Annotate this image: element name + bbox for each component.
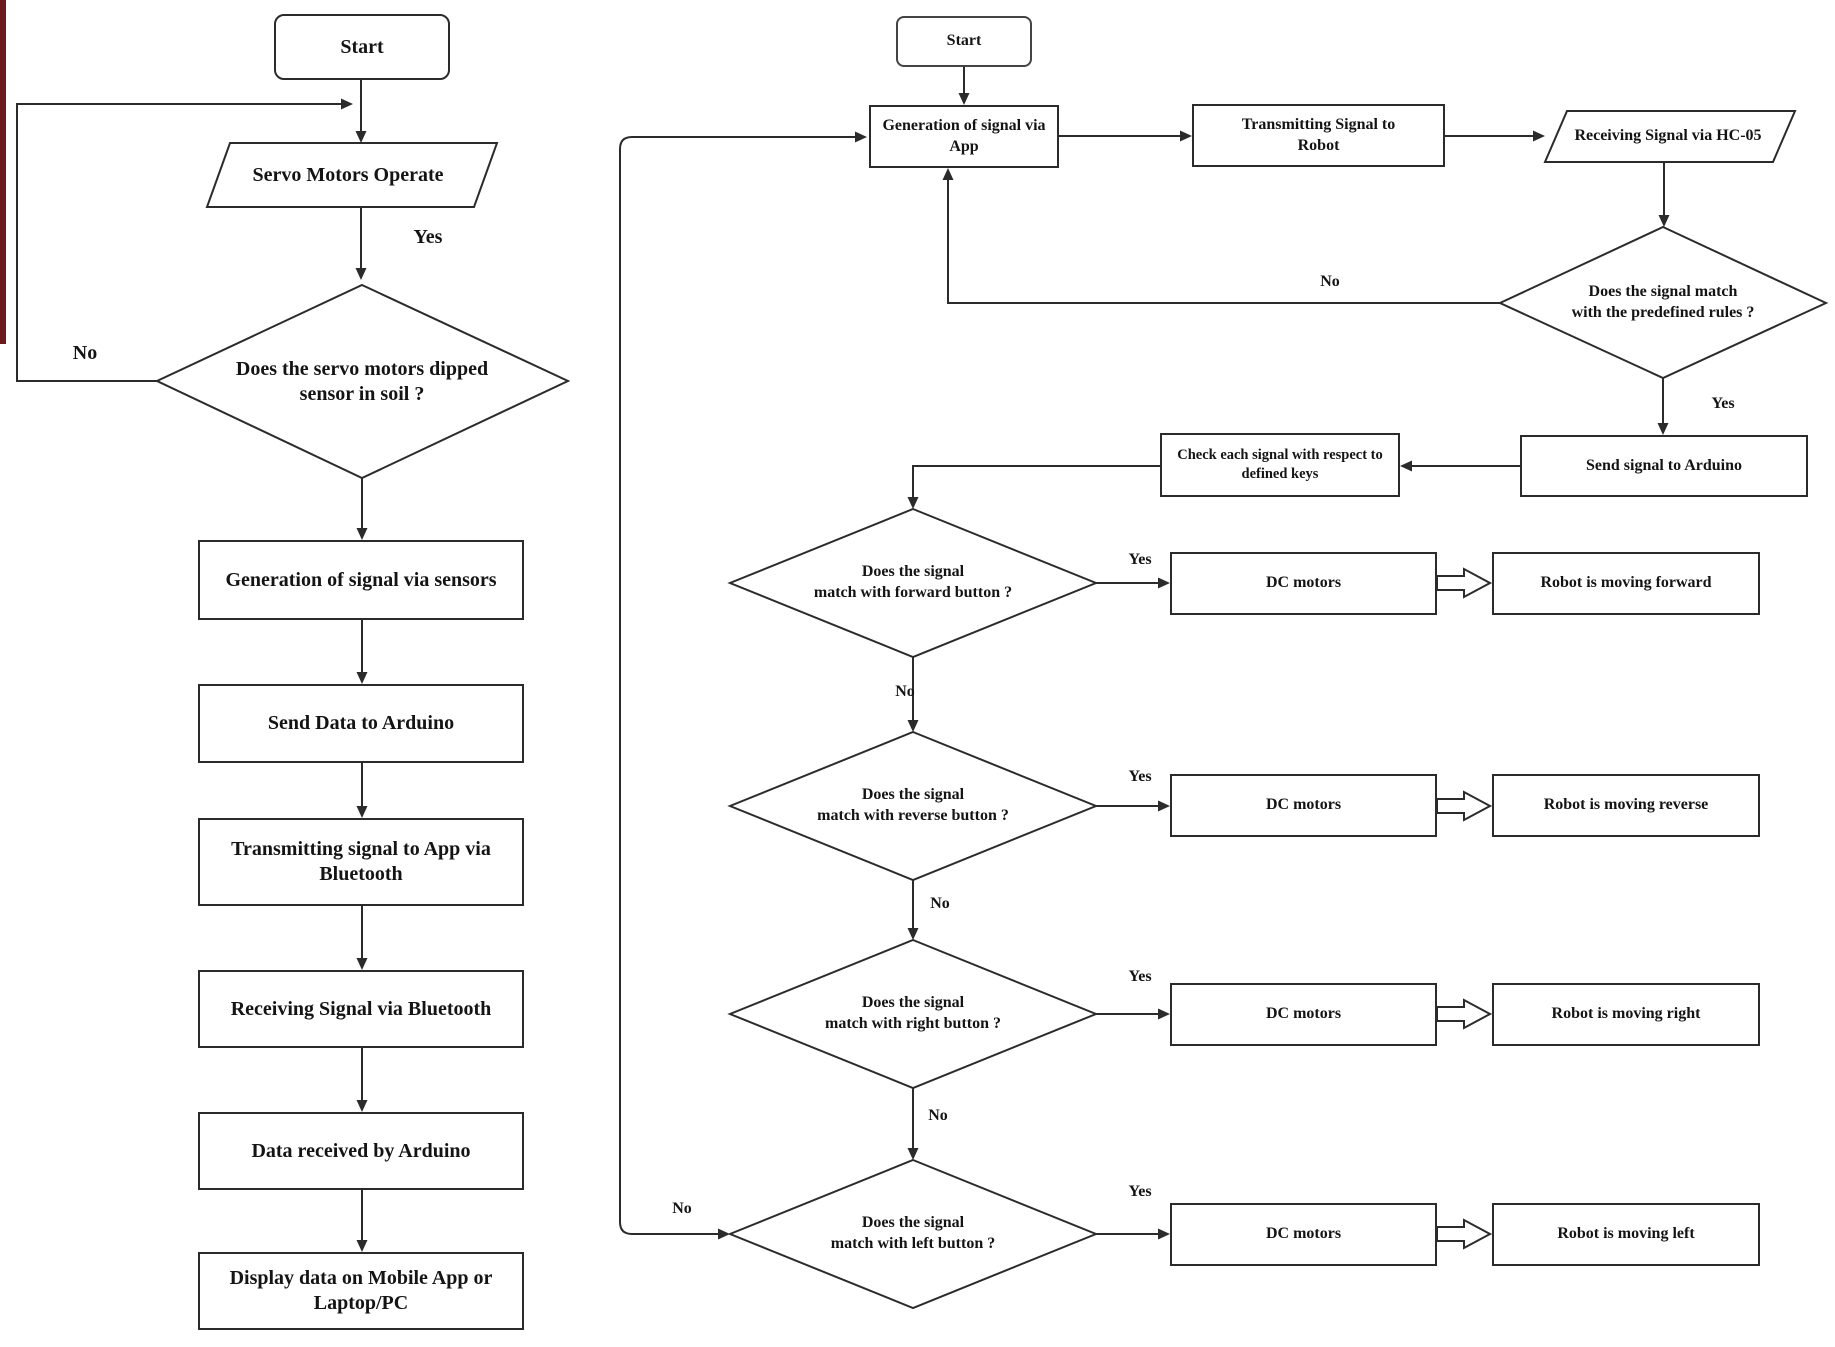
connector-outer-no-loop	[619, 131, 867, 1240]
scan-artifact-strip	[0, 0, 6, 344]
edge-label-yes-reverse: Yes	[1128, 767, 1152, 785]
decision-right-button: Does the signal match with right button …	[824, 994, 1001, 1032]
process-dc-motors-forward: DC motors	[1170, 552, 1437, 615]
decision-left-button: Does the signal match with left button ?	[830, 1214, 996, 1252]
block-arrow-icon	[1436, 790, 1493, 822]
block-arrow-icon	[1436, 998, 1493, 1030]
diamond-right-shape	[727, 938, 1099, 1090]
process-send-data-arduino: Send Data to Arduino	[198, 684, 524, 763]
process-transmit-bluetooth: Transmitting signal to App via Bluetooth	[198, 818, 524, 906]
edge-label-yes-servo: Yes	[413, 225, 443, 248]
process-receive-bluetooth: Receiving Signal via Bluetooth	[198, 970, 524, 1048]
edge-label-yes-forward: Yes	[1128, 550, 1152, 568]
decision-reverse-button: Does the signal match with reverse butto…	[817, 786, 1009, 824]
decision-soil-sensor: Does the servo motors dipped sensor in s…	[235, 358, 489, 405]
connector-left-no-loop	[16, 98, 353, 382]
result-moving-forward: Robot is moving forward	[1492, 552, 1760, 615]
process-transmit-robot: Transmitting Signal to Robot	[1192, 104, 1445, 167]
block-arrow-icon	[1436, 567, 1493, 599]
process-generation-sensors: Generation of signal via sensors	[198, 540, 524, 620]
parallelogram-hc05-shape	[1543, 110, 1797, 163]
process-dc-motors-reverse: DC motors	[1170, 774, 1437, 837]
process-dc-motors-left: DC motors	[1170, 1203, 1437, 1266]
process-check-keys: Check each signal with respect to define…	[1160, 433, 1400, 497]
edge-label-yes-rules: Yes	[1711, 394, 1735, 412]
connector-check-to-forward-decision	[907, 465, 1160, 509]
edge-label-no-left-loop: No	[672, 1199, 692, 1217]
diamond-forward-shape	[727, 507, 1099, 659]
start-node-right: Start	[896, 16, 1032, 67]
result-moving-reverse: Robot is moving reverse	[1492, 774, 1760, 837]
edge-label-yes-right: Yes	[1128, 967, 1152, 985]
diamond-left-shape	[727, 1158, 1099, 1310]
edge-label-yes-left: Yes	[1128, 1182, 1152, 1200]
process-display-data: Display data on Mobile App or Laptop/PC	[198, 1252, 524, 1330]
input-receive-hc05: Receiving Signal via HC-05	[1574, 127, 1762, 145]
input-servo-motors: Servo Motors Operate	[252, 163, 444, 186]
edge-label-no-rules: No	[1320, 272, 1340, 290]
edge-label-no-forward: No	[895, 682, 915, 700]
diamond-rules-shape	[1497, 225, 1829, 380]
diamond-soil-shape	[154, 283, 571, 480]
process-dc-motors-right: DC motors	[1170, 983, 1437, 1046]
result-moving-left: Robot is moving left	[1492, 1203, 1760, 1266]
process-generation-app: Generation of signal via App	[869, 105, 1059, 168]
edge-label-no-right: No	[928, 1106, 948, 1124]
process-data-received-arduino: Data received by Arduino	[198, 1112, 524, 1190]
process-send-signal-arduino: Send signal to Arduino	[1520, 435, 1808, 497]
edge-label-no-servo: No	[72, 341, 98, 364]
start-node-left: Start	[274, 14, 450, 80]
block-arrow-icon	[1436, 1218, 1493, 1250]
result-moving-right: Robot is moving right	[1492, 983, 1760, 1046]
parallelogram-servo-shape	[205, 142, 499, 208]
decision-predefined-rules: Does the signal match with the predefine…	[1571, 283, 1755, 321]
decision-forward-button: Does the signal match with forward butto…	[813, 563, 1013, 601]
diamond-reverse-shape	[727, 730, 1099, 882]
edge-label-no-reverse: No	[930, 894, 950, 912]
connector-rules-no-return	[942, 168, 1500, 304]
